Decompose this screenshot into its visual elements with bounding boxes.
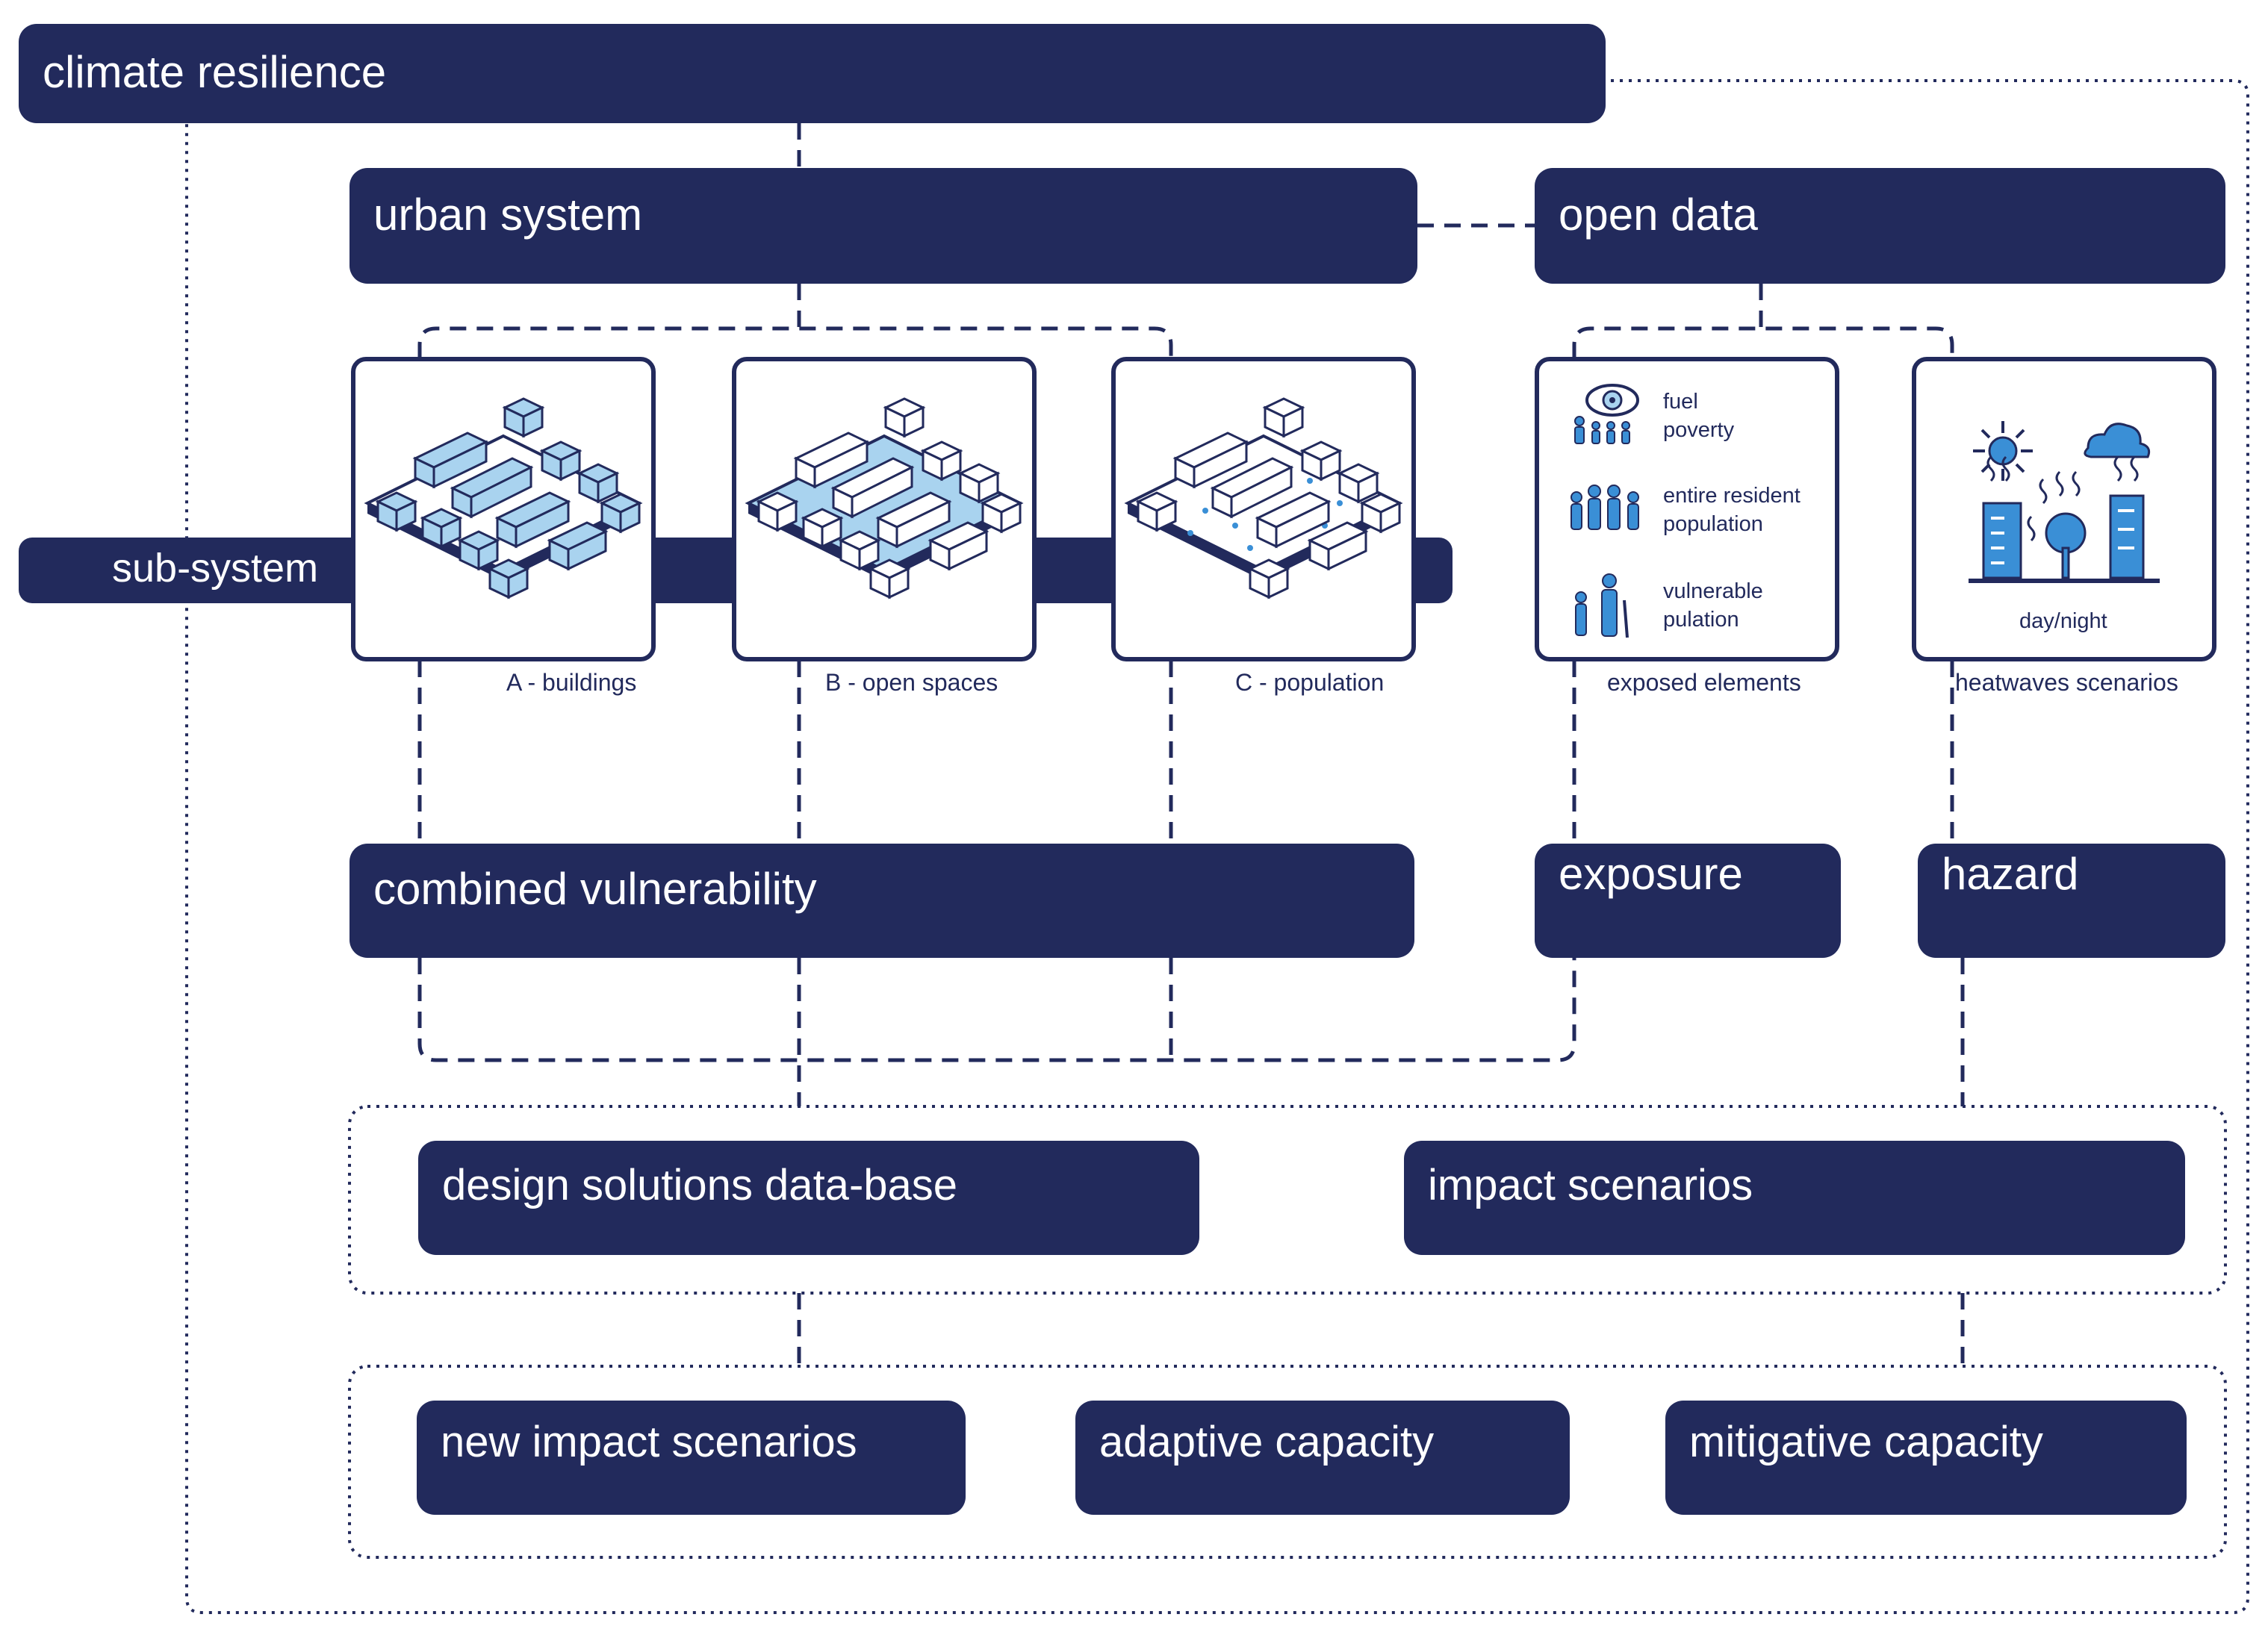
design-solutions-box: design solutions data-base (418, 1141, 1199, 1255)
vulnerable-population-icon (1575, 573, 1629, 638)
sub-system-label: sub-system (112, 546, 319, 591)
vulnerable-population-line-2: pulation (1663, 608, 1739, 632)
buildings-isometric-icon (364, 397, 643, 599)
new-impact-scenarios-box: new impact scenarios (417, 1401, 966, 1515)
entire-population-line-1: entire resident (1663, 484, 1801, 508)
urban-system-box: urban system (349, 168, 1417, 284)
adaptive-capacity-label: adaptive capacity (1099, 1418, 1435, 1466)
population-panel (1111, 357, 1416, 661)
dotted-group-2 (348, 1365, 2227, 1559)
hazard-label: hazard (1942, 849, 2079, 899)
impact-scenarios-box: impact scenarios (1404, 1141, 2185, 1255)
exposed-elements-caption: exposed elements (1607, 669, 1801, 696)
hazard-box: hazard (1918, 844, 2225, 958)
fuel-poverty-line-1: fuel (1663, 390, 1698, 414)
open-data-box: open data (1535, 168, 2225, 284)
vulnerable-population-line-1: vulnerable (1663, 579, 1763, 603)
climate-resilience-box: climate resilience (19, 24, 1606, 123)
outer-dotted-frame (185, 79, 2249, 1614)
open-spaces-caption: B - open spaces (825, 669, 998, 696)
open-data-label: open data (1559, 190, 1758, 240)
combined-vulnerability-label: combined vulnerability (373, 864, 817, 914)
fuel-poverty-icon (1574, 384, 1639, 444)
impact-scenarios-label: impact scenarios (1428, 1161, 1753, 1209)
combined-vulnerability-box: combined vulnerability (349, 844, 1414, 958)
heatwaves-caption: heatwaves scenarios (1955, 669, 2178, 696)
mitigative-capacity-box: mitigative capacity (1665, 1401, 2187, 1515)
mitigative-capacity-label: mitigative capacity (1689, 1418, 2043, 1466)
heatwaves-panel: day/night (1912, 357, 2216, 661)
design-solutions-label: design solutions data-base (442, 1161, 958, 1209)
exposed-elements-panel: fuel poverty entire resident population … (1535, 357, 1839, 661)
new-impact-scenarios-label: new impact scenarios (441, 1418, 857, 1466)
day-night-label: day/night (2019, 609, 2107, 633)
buildings-caption: A - buildings (506, 669, 637, 696)
population-isometric-icon (1124, 397, 1403, 599)
population-caption: C - population (1235, 669, 1385, 696)
fuel-poverty-line-2: poverty (1663, 418, 1735, 442)
exposure-label: exposure (1559, 849, 1743, 899)
entire-population-line-2: population (1663, 512, 1763, 536)
exposure-box: exposure (1535, 844, 1841, 958)
entire-population-icon (1570, 485, 1639, 530)
open-spaces-isometric-icon (745, 397, 1024, 599)
buildings-panel (351, 357, 656, 661)
urban-system-label: urban system (373, 190, 643, 240)
open-spaces-panel (732, 357, 1037, 661)
heatwave-city-icon (1969, 421, 2160, 583)
adaptive-capacity-box: adaptive capacity (1075, 1401, 1570, 1515)
climate-resilience-label: climate resilience (43, 47, 387, 97)
dotted-group-1 (348, 1105, 2227, 1295)
